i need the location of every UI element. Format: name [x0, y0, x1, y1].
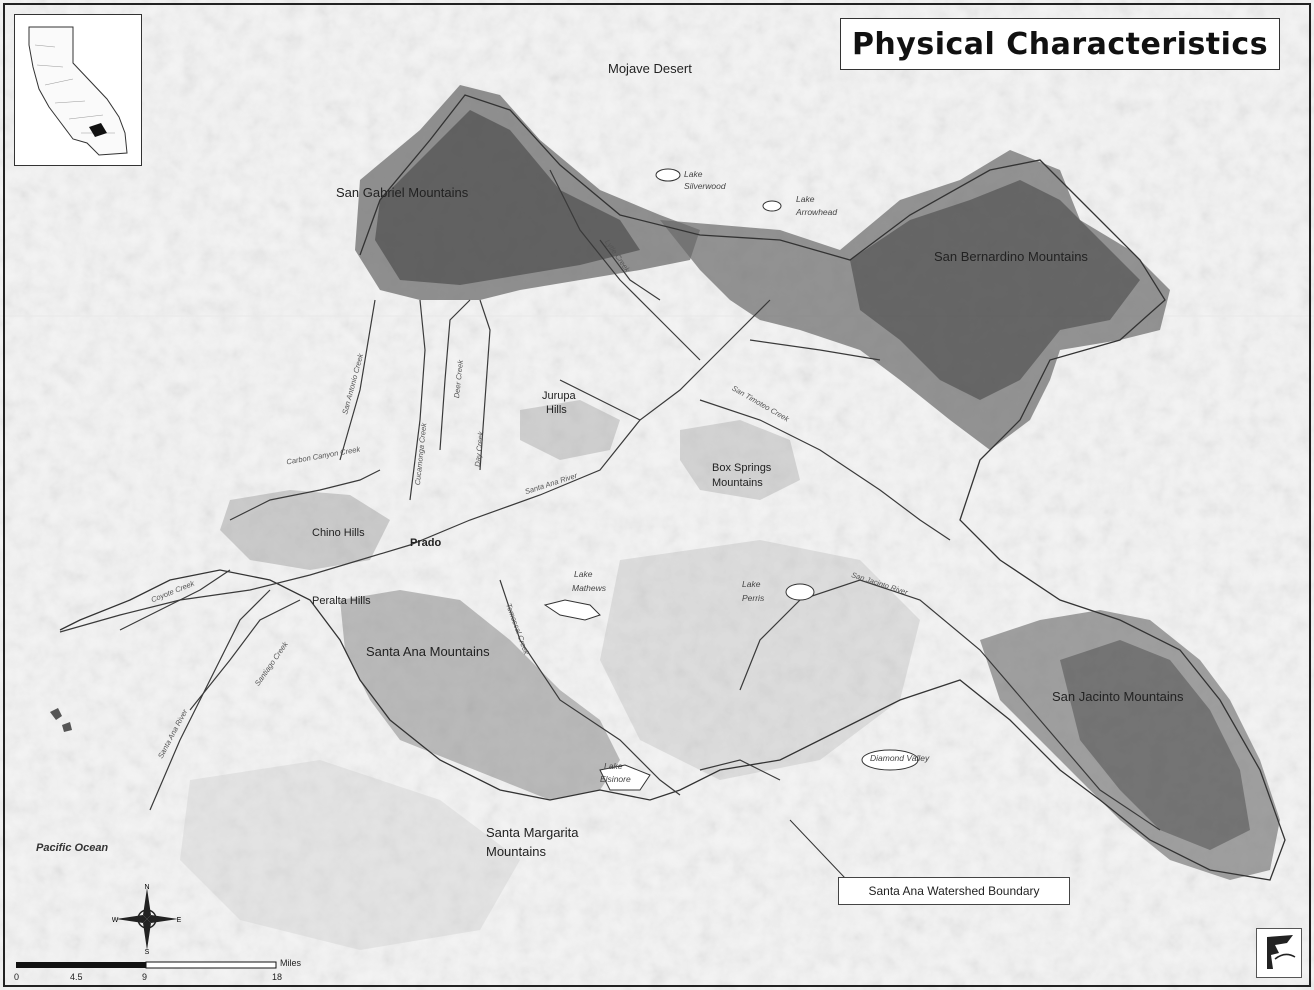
lake-perris-shape — [785, 583, 815, 601]
scale-bar-graphic — [16, 961, 277, 969]
watershed-highlight — [89, 123, 107, 137]
label-jurupa-hills-2: Hills — [546, 404, 567, 416]
scale-bar: 0 4.5 9 18 Miles — [14, 958, 314, 988]
compass-n: N — [144, 884, 149, 891]
label-chino-hills: Chino Hills — [312, 527, 365, 539]
label-mojave-desert: Mojave Desert — [608, 61, 692, 76]
compass-s: S — [145, 949, 150, 954]
label-pacific-ocean: Pacific Ocean — [36, 842, 109, 854]
label-san-gabriel-mountains: San Gabriel Mountains — [336, 185, 469, 200]
label-box-springs-1: Box Springs — [712, 462, 772, 474]
label-box-springs-2: Mountains — [712, 477, 763, 489]
lake-arrowhead-shape — [762, 200, 782, 212]
label-lake-mathews-1: Lake — [574, 569, 593, 579]
diamond-valley-shape — [861, 749, 919, 771]
label-diamond-valley: Diamond Valley — [870, 753, 930, 763]
label-peralta-hills: Peralta Hills — [312, 595, 371, 607]
lake-silverwood-shape — [655, 168, 681, 182]
label-jurupa-hills-1: Jurupa — [542, 390, 576, 402]
watershed-boundary-line — [59, 94, 1286, 881]
river-network — [59, 169, 1161, 831]
agency-logo — [1256, 928, 1302, 978]
label-lake-elsinore-2: Elsinore — [600, 774, 631, 784]
label-lake-perris-2: Perris — [742, 593, 765, 603]
scale-tick-3: 18 — [272, 972, 283, 982]
label-prado: Prado — [410, 537, 442, 549]
scale-tick-1: 4.5 — [70, 972, 83, 982]
lake-elsinore-shape — [599, 764, 651, 791]
label-lake-arrowhead-2: Arrowhead — [796, 207, 838, 217]
label-santa-margarita-1: Santa Margarita — [486, 825, 579, 840]
map-title: Physical Characteristics — [851, 26, 1269, 62]
scale-tick-2: 9 — [142, 972, 148, 982]
california-inset-map — [14, 14, 142, 166]
san-jacinto-relief — [980, 610, 1280, 880]
label-san-bernardino-mountains: San Bernardino Mountains — [934, 249, 1088, 264]
california-outline — [28, 26, 128, 156]
label-lake-elsinore-1: Lake — [604, 761, 623, 771]
compass-rose-icon: N S W E — [112, 884, 182, 954]
label-lake-arrowhead-1: Lake — [796, 194, 815, 204]
scale-unit: Miles — [280, 958, 302, 968]
scale-tick-0: 0 — [14, 972, 20, 982]
lake-mathews-shape — [543, 599, 601, 621]
label-santa-margarita-2: Mountains — [486, 844, 546, 859]
label-san-jacinto-mountains: San Jacinto Mountains — [1052, 689, 1184, 704]
label-lake-perris-1: Lake — [742, 579, 761, 589]
watershed-boundary-callout: Santa Ana Watershed Boundary — [838, 877, 1070, 905]
label-lake-silverwood-1: Lake — [684, 169, 703, 179]
label-lake-mathews-2: Mathews — [572, 583, 607, 593]
map-title-box: Physical Characteristics — [840, 18, 1280, 70]
compass-w: W — [112, 917, 119, 924]
santa-ana-relief — [340, 590, 620, 800]
compass-e: E — [177, 917, 182, 924]
label-lake-silverwood-2: Silverwood — [684, 181, 726, 191]
label-santa-ana-mountains: Santa Ana Mountains — [366, 644, 490, 659]
logo-icon — [1267, 935, 1296, 969]
